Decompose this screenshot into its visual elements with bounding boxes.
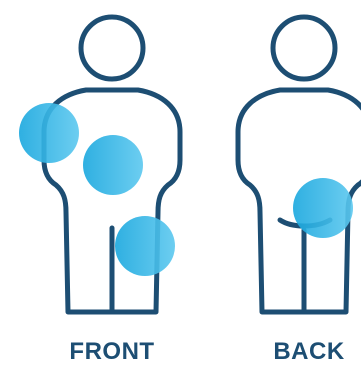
front-spot-chest (83, 135, 143, 195)
front-label: FRONT (52, 337, 172, 367)
back-label: BACK (249, 337, 361, 367)
front-spot-left-shoulder (19, 103, 79, 163)
front-spot-right-hip (115, 216, 175, 276)
back-pain-spots (293, 178, 353, 238)
back-spot-lower-back (293, 178, 353, 238)
front-head (81, 17, 143, 79)
back-figure (238, 17, 361, 312)
back-head (273, 17, 335, 79)
front-pain-spots (19, 103, 175, 276)
